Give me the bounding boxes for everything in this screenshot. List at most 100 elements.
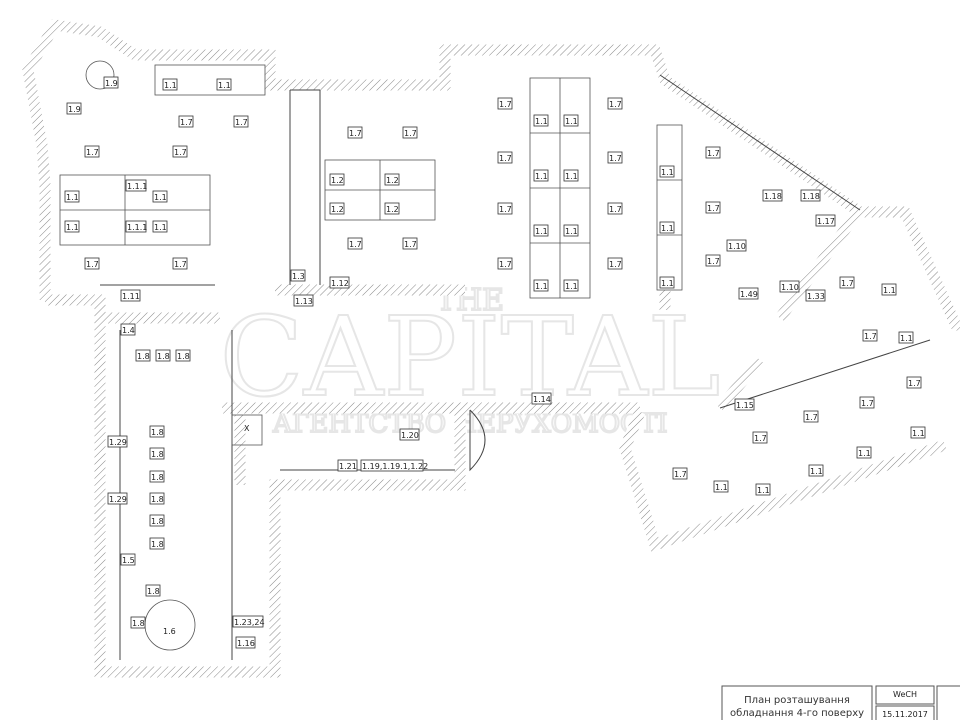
label-group-right-wing: 1.18 1.18 1.17 1.10 1.10 1.49 1.33 1.7 1…	[672, 189, 926, 496]
equipment-label: 1.7	[349, 129, 362, 138]
equipment-label: 1.8	[157, 352, 170, 361]
equipment-label: 1.7	[908, 379, 921, 388]
equipment-label: 1.1	[565, 227, 578, 236]
equipment-label: 1.7	[499, 260, 512, 269]
equipment-label: 1.7	[404, 240, 417, 249]
equipment-label: 1.8	[147, 587, 160, 596]
equipment-label: 1.23,24	[234, 618, 265, 627]
equipment-label: 1.10	[781, 283, 799, 292]
equipment-label: 1.7	[707, 257, 720, 266]
equipment-label: 1.8	[137, 352, 150, 361]
equipment-label: 1.6	[163, 627, 176, 636]
equipment-label: 1.1	[810, 467, 823, 476]
title-block: План розташування обладнання 4-го поверх…	[721, 685, 960, 720]
equipment-label: 1.29	[109, 438, 127, 447]
label-group-middle: 1.7 1.7 1.2 1.2 1.2 1.2 1.7 1.7 1.3 1.12…	[290, 126, 418, 307]
equipment-label: 1.1	[715, 483, 728, 492]
equipment-label: 1.7	[609, 100, 622, 109]
equipment-label: 1.7	[174, 148, 187, 157]
equipment-label: 1.1.1	[127, 182, 147, 191]
equipment-label: 1.7	[609, 154, 622, 163]
equipment-label: 1.7	[86, 148, 99, 157]
equipment-label: 1.19,1.19.1,1.22	[362, 462, 428, 471]
equipment-label: 1.2	[386, 176, 399, 185]
furniture	[59, 60, 683, 651]
equipment-label: 1.7	[499, 100, 512, 109]
equipment-label: 1.8	[132, 619, 145, 628]
equipment-label: 1.1	[565, 172, 578, 181]
equipment-label: 1.8	[151, 517, 164, 526]
equipment-label: 1.7	[841, 279, 854, 288]
equipment-label: 1.9	[68, 105, 81, 114]
equipment-label: 1.1	[661, 279, 674, 288]
equipment-label: 1.7	[674, 470, 687, 479]
plan-date: 15.11.2017	[882, 710, 928, 719]
equipment-label: 1.9	[105, 79, 118, 88]
equipment-label: 1.7	[499, 154, 512, 163]
equipment-label: 1.7	[609, 260, 622, 269]
equipment-label: 1.8	[151, 450, 164, 459]
equipment-label: 1.7	[180, 118, 193, 127]
watermark: THE CAPITAL АГЕНТСТВО НЕРУХОМОСТІ	[219, 282, 722, 440]
walls	[22, 18, 960, 678]
equipment-label: 1.29	[109, 495, 127, 504]
equipment-label: 1.21	[339, 462, 357, 471]
equipment-label: 1.12	[331, 279, 349, 288]
equipment-label: 1.1	[535, 172, 548, 181]
equipment-label: 1.4	[122, 326, 135, 335]
equipment-label: 1.2	[386, 205, 399, 214]
label-group-lower-left: 1.4 1.8 1.8 1.8 1.29 1.29 1.8 1.8 1.8 1.…	[107, 323, 552, 649]
equipment-label: 1.1	[912, 429, 925, 438]
equipment-label: 1.7	[609, 205, 622, 214]
equipment-label: 1.7	[499, 205, 512, 214]
equipment-label: 1.1	[858, 449, 871, 458]
equipment-label: 1.10	[728, 242, 746, 251]
equipment-label: 1.18	[764, 192, 782, 201]
equipment-label: 1.1.1	[127, 223, 147, 232]
equipment-label: 1.1	[154, 223, 167, 232]
watermark-capital: CAPITAL	[220, 293, 721, 421]
equipment-label: 1.7	[86, 260, 99, 269]
equipment-label: 1.1	[66, 223, 79, 232]
equipment-label: 1.1	[661, 168, 674, 177]
equipment-label: 1.2	[331, 205, 344, 214]
equipment-label: 1.7	[349, 240, 362, 249]
equipment-label: 1.14	[533, 395, 551, 404]
equipment-label: 1.7	[805, 413, 818, 422]
equipment-label: 1.18	[802, 192, 820, 201]
equipment-label: 1.7	[707, 149, 720, 158]
equipment-label: 1.8	[151, 428, 164, 437]
equipment-label: 1.15	[736, 401, 754, 410]
equipment-label: 1.7	[861, 399, 874, 408]
equipment-label: 1.17	[817, 217, 835, 226]
equipment-label: 1.8	[151, 473, 164, 482]
equipment-label: 1.33	[807, 292, 825, 301]
plan-subtitle: обладнання 4-го поверху	[730, 708, 864, 719]
equipment-label: 1.1	[661, 224, 674, 233]
equipment-label: 1.7	[864, 332, 877, 341]
equipment-label: 1.49	[740, 290, 758, 299]
equipment-label: 1.13	[295, 297, 313, 306]
equipment-label: 1.1	[218, 81, 231, 90]
label-group-top-left: 1.9 1.9 1.1 1.1 1.7 1.7 1.7 1.7 1.1 1.1.…	[64, 76, 249, 302]
equipment-label: 1.7	[174, 260, 187, 269]
equipment-label: 1.1	[900, 334, 913, 343]
equipment-label: 1.7	[404, 129, 417, 138]
plan-title: План розташування	[744, 695, 850, 706]
equipment-label: X	[244, 424, 250, 433]
equipment-label: 1.8	[151, 540, 164, 549]
equipment-label: 1.11	[122, 292, 140, 301]
equipment-label: 1.1	[757, 486, 770, 495]
equipment-label: 1.3	[292, 272, 305, 281]
equipment-label: 1.1	[66, 193, 79, 202]
equipment-label: 1.8	[151, 495, 164, 504]
equipment-label: 1.1	[164, 81, 177, 90]
equipment-label: 1.20	[401, 431, 419, 440]
equipment-label: 1.1	[565, 117, 578, 126]
equipment-label: 1.1	[535, 117, 548, 126]
equipment-labels: 1.9 1.9 1.1 1.1 1.7 1.7 1.7 1.7 1.1 1.1.…	[64, 76, 926, 649]
equipment-label: 1.7	[754, 434, 767, 443]
equipment-label: 1.7	[707, 204, 720, 213]
equipment-label: 1.1	[883, 286, 896, 295]
